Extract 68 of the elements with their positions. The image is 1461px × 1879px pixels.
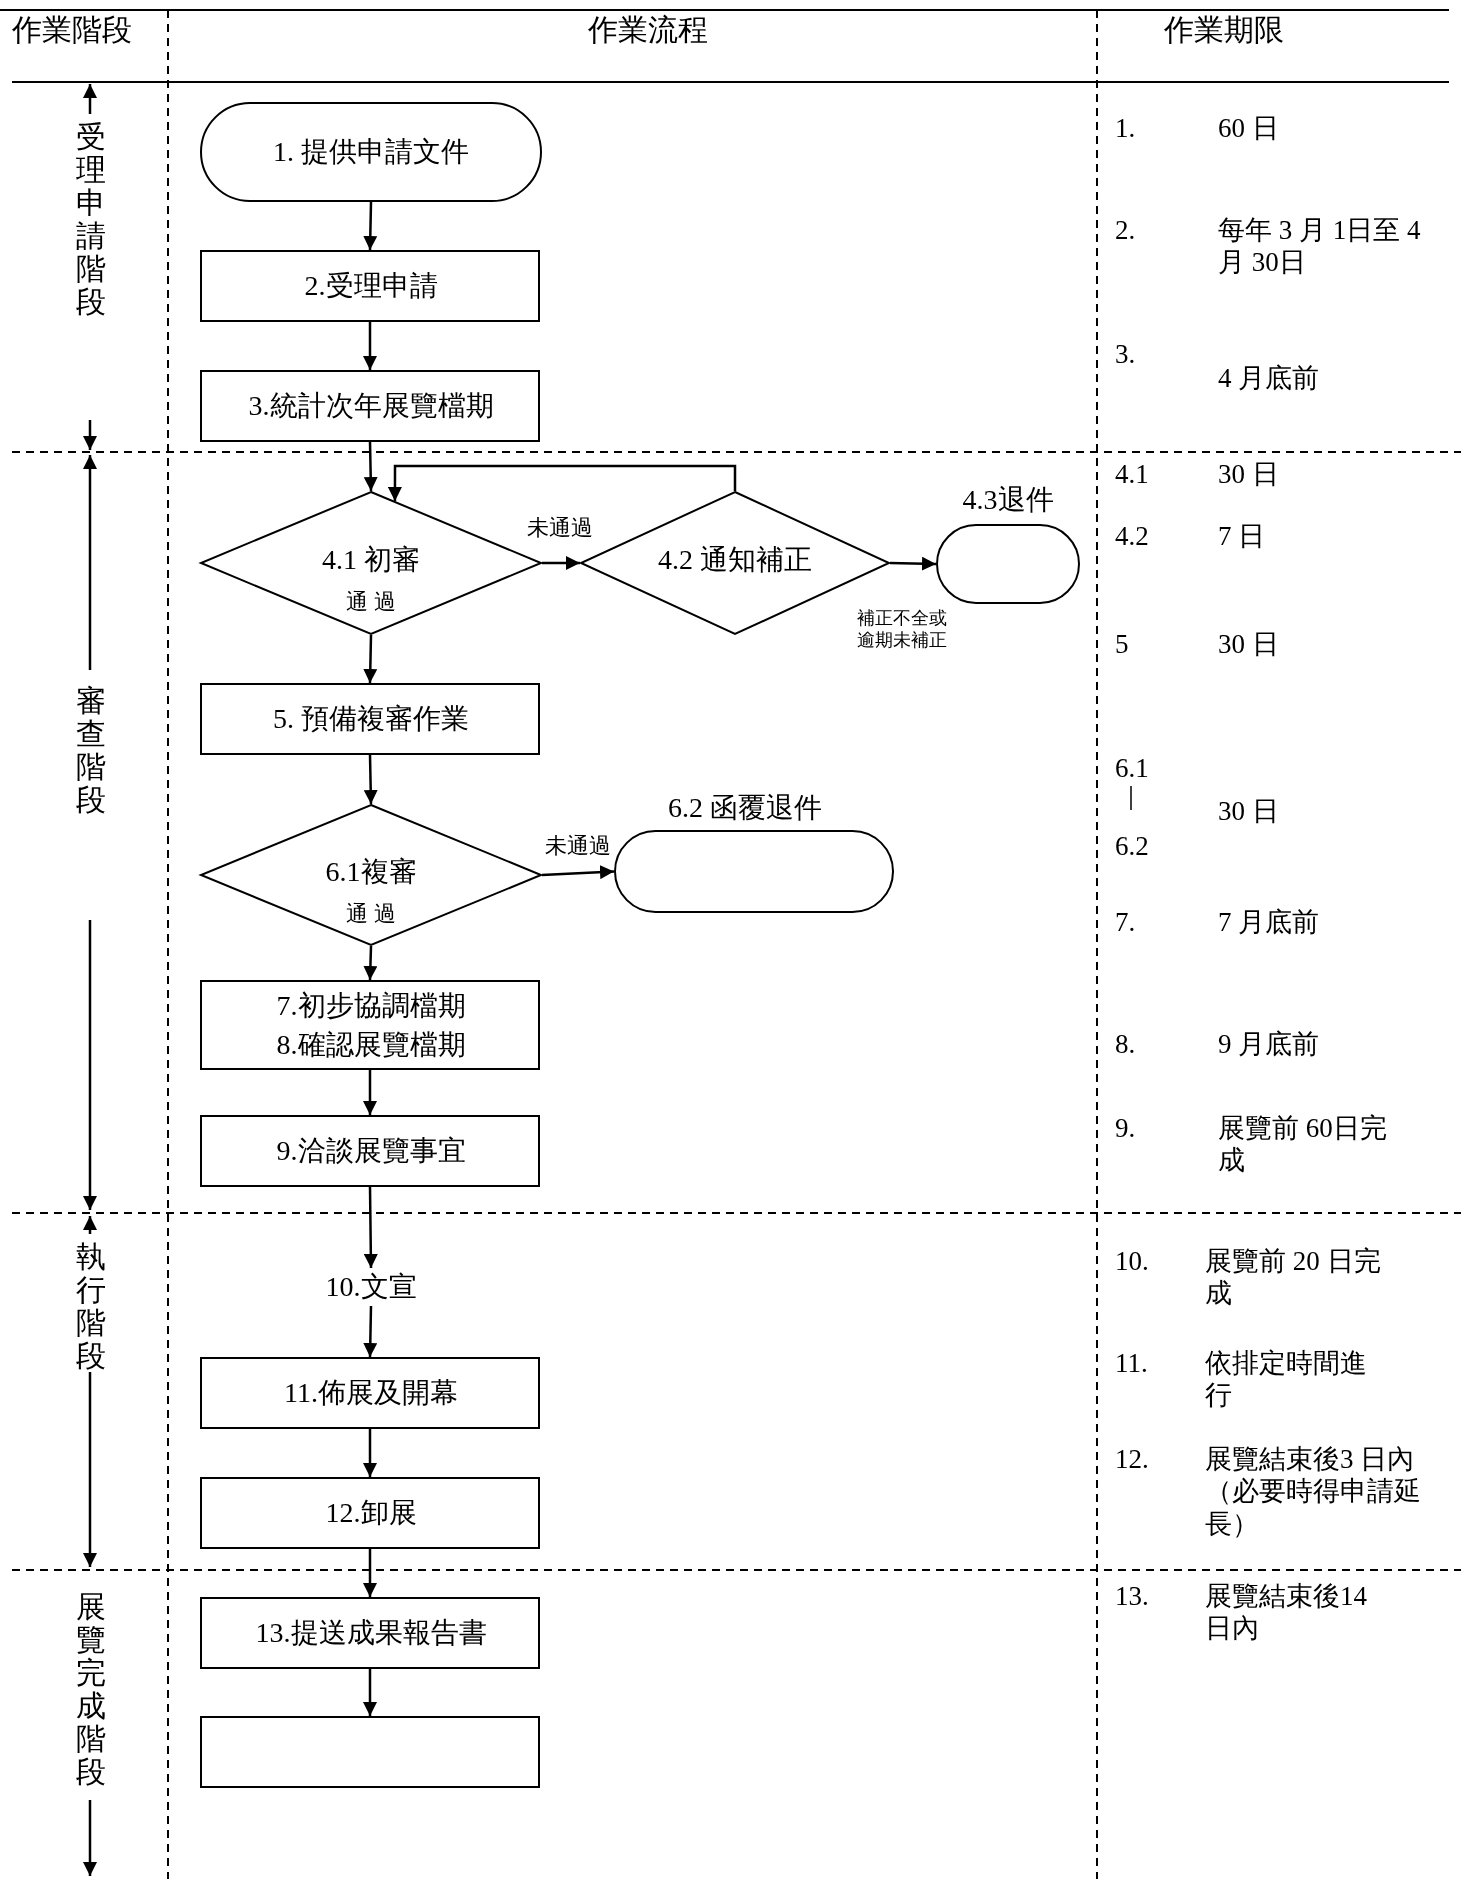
deadline-text: 9 月底前 (1218, 1028, 1320, 1061)
step-label: 4.1 初審 (322, 543, 420, 577)
deadline-text: 展覽前 60日完成 (1218, 1112, 1388, 1177)
step-number: 10. (1115, 1245, 1149, 1278)
step-label: 12.卸展 (325, 1496, 417, 1530)
step-label: 4.2 通知補正 (658, 543, 812, 577)
phase-label: 展覽完成階段 (75, 1590, 107, 1788)
deadline-text: 7 月底前 (1218, 906, 1320, 939)
arrow (889, 556, 937, 571)
deadline-text: 4 月底前 (1218, 362, 1320, 395)
step-number: 6.2 (1115, 830, 1149, 863)
arrow (363, 634, 378, 684)
arrow (541, 865, 615, 880)
step-number: 4.1 (1115, 458, 1149, 491)
deadline-text: 7 日 (1218, 520, 1266, 553)
arrow (363, 1070, 377, 1115)
column-header: 作業期限 (1164, 12, 1284, 48)
deadline-text: 30 日 (1218, 795, 1279, 828)
step-number: 2. (1115, 214, 1136, 247)
arrow (363, 1305, 378, 1358)
step-label: 8.確認展覽檔期 (276, 1028, 466, 1062)
step-number: 13. (1115, 1580, 1149, 1613)
deadline-text: 依排定時間進行 (1205, 1347, 1368, 1412)
arrow (363, 945, 378, 981)
arrow (363, 754, 378, 805)
phase-label: 執行階段 (75, 1240, 107, 1372)
step-label: 1. 提供申請文件 (273, 135, 469, 169)
step-number: 5 (1115, 628, 1129, 661)
arrow (363, 1669, 377, 1716)
step-number: 9. (1115, 1112, 1136, 1145)
arrow (363, 1187, 378, 1268)
deadline-text: 展覽結束後3 日內（必要時得申請延長） (1205, 1443, 1422, 1541)
phase-label: 受理申請階段 (75, 120, 107, 318)
step-number: 1. (1115, 112, 1136, 145)
step-label: 6.1複審 (325, 855, 417, 889)
step-number: 11. (1115, 1347, 1148, 1380)
step-label: 6.2 函覆退件 (668, 791, 822, 825)
step-label: 2.受理申請 (304, 269, 438, 303)
arrow (363, 441, 378, 492)
deadline-text: 30 日 (1218, 628, 1279, 661)
arrow (363, 322, 377, 370)
deadline-text: 展覽前 20 日完成 (1205, 1245, 1382, 1310)
arrow (363, 1429, 377, 1477)
step-number: 8. (1115, 1028, 1136, 1061)
arrow (542, 556, 580, 570)
deadline-text: 每年 3 月 1日至 4 月 30日 (1218, 214, 1422, 279)
step-number: 3. (1115, 338, 1136, 371)
arrow (363, 201, 378, 251)
step-label: 3.統計次年展覽檔期 (248, 389, 494, 423)
step-number: 12. (1115, 1443, 1149, 1476)
step-label: 5. 預備複審作業 (273, 702, 469, 736)
step-number: 7. (1115, 906, 1136, 939)
step-label: 4.3退件 (962, 483, 1054, 517)
step-number: 6.1 (1115, 752, 1149, 785)
step-label: 9.洽談展覽事宜 (276, 1134, 466, 1168)
column-header: 作業階段 (12, 12, 132, 48)
step-number: 4.2 (1115, 520, 1149, 553)
step-label: 10.文宣 (325, 1270, 417, 1304)
deadline-text: 展覽結束後14 日內 (1205, 1580, 1368, 1645)
arrow (387, 464, 737, 502)
step-label: 11.佈展及開幕 (284, 1376, 458, 1410)
phase-label: 審查階段 (75, 684, 107, 816)
column-header: 作業流程 (588, 12, 708, 48)
step-label: 7.初步協調檔期 (276, 989, 466, 1023)
deadline-text: 30 日 (1218, 458, 1279, 491)
step-label: 13.提送成果報告書 (255, 1616, 487, 1650)
arrow (363, 1549, 377, 1597)
deadline-text: 60 日 (1218, 112, 1279, 145)
